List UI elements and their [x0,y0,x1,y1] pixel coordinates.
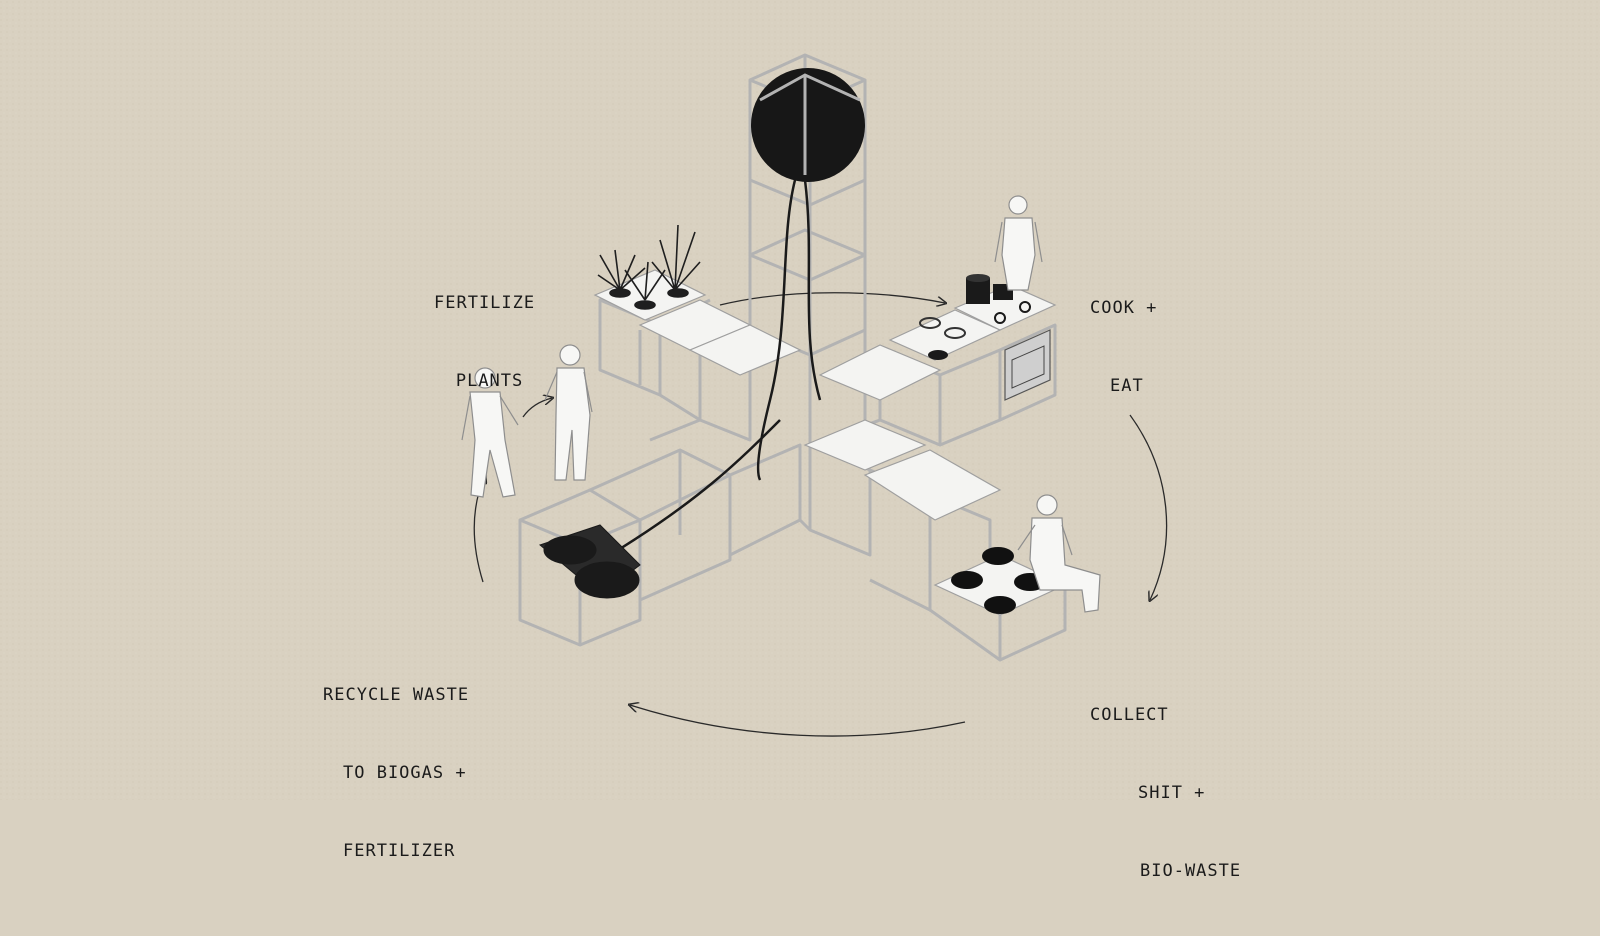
plants-illustration [597,224,701,310]
gas-hoses [609,179,822,557]
human-figures [461,195,1101,613]
label-line: RECYCLE WASTE [323,685,470,705]
person-sitting [1017,494,1101,613]
arrow-cook-to-collect [1129,414,1168,600]
label-cook-eat: COOK + EAT [1090,243,1157,451]
panel-front-right-1 [803,419,927,471]
biogas-digester [538,524,641,599]
arrow-collect-to-recycle [630,705,966,737]
person-left-2 [544,344,593,481]
label-line: TO BIOGAS + [343,763,467,783]
label-line: BIO-WASTE [1140,861,1242,881]
arrow-plants-to-cook [719,292,945,305]
person-cook [994,195,1043,291]
panel-left-2 [688,324,802,376]
person-left-1 [461,367,519,498]
label-line: FERTILIZER [343,841,456,861]
label-line: FERTILIZE [434,293,536,313]
gas-tank-sphere [751,68,865,182]
label-recycle-waste: RECYCLE WASTE TO BIOGAS + FERTILIZER [323,630,469,916]
cooking-equipment [919,274,1051,401]
label-line: SHIT + [1138,783,1206,803]
arrow-people-exchange [522,398,552,418]
label-line: COOK + [1090,298,1158,318]
oven [1004,329,1051,401]
flow-arrows [473,292,1168,737]
front-left-arm-frame [518,443,802,647]
stove-top [953,284,1057,331]
label-line: PLANTS [455,371,524,391]
label-line: COLLECT [1090,705,1169,725]
label-line: EAT [1110,376,1144,396]
modular-system-illustration [0,0,1600,800]
toilet-holes [951,547,1046,614]
cooking-pot-1 [966,278,990,304]
label-fertilize-plants: FERTILIZE PLANTS [434,238,535,446]
panel-front-right-2 [863,449,1002,521]
panel-right-1 [818,344,942,401]
diagram-stage: FERTILIZE PLANTS COOK + EAT COLLECT SHIT… [0,0,1600,881]
label-collect-waste: COLLECT SHIT + BIO-WASTE [1090,650,1241,936]
